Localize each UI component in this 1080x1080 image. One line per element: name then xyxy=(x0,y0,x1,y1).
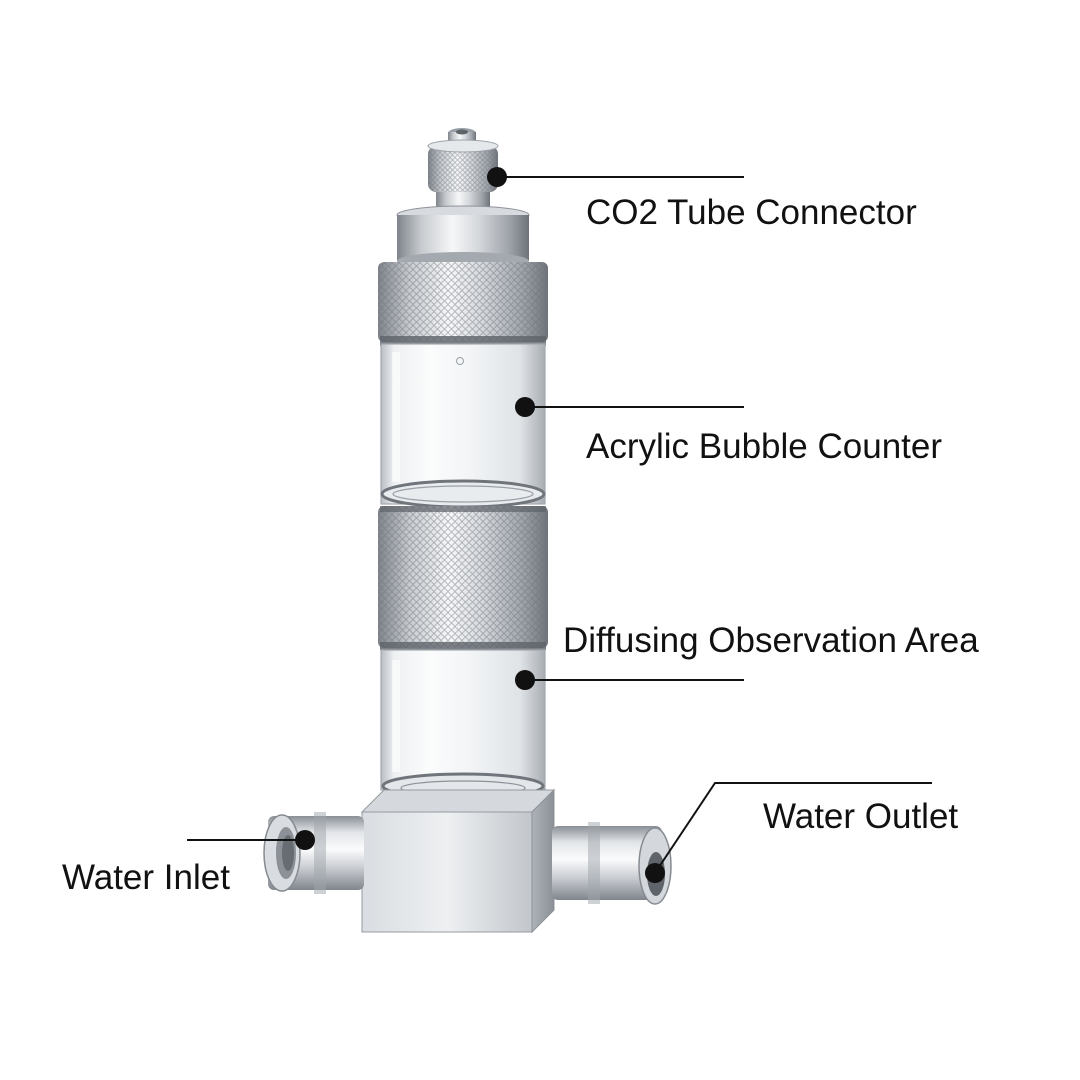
water-outlet-leader xyxy=(654,782,932,874)
upper-knurled-cap xyxy=(378,262,548,346)
callout-dots xyxy=(295,167,665,883)
acrylic-bubble-counter-label: Acrylic Bubble Counter xyxy=(586,427,942,466)
water-outlet-label: Water Outlet xyxy=(763,797,958,836)
acrylic-bubble-counter-body xyxy=(380,343,546,509)
water-inlet-barb xyxy=(263,812,364,894)
callout-leaders xyxy=(187,176,932,874)
co2-tube-connector-label: CO2 Tube Connector xyxy=(586,193,917,232)
base-block xyxy=(360,788,556,934)
connector-collar xyxy=(396,205,530,270)
co2-connector-dot xyxy=(487,167,507,187)
water-inlet-dot xyxy=(295,830,315,850)
middle-knurled-ring xyxy=(378,506,548,650)
bubble-counter-dot xyxy=(515,397,535,417)
water-inlet-label: Water Inlet xyxy=(62,858,230,897)
bubble-counter-illustration xyxy=(263,128,672,934)
observation-area-dot xyxy=(515,670,535,690)
water-outlet-dot xyxy=(645,863,665,883)
co2-connector-nut xyxy=(427,128,499,214)
water-outlet-barb xyxy=(552,822,672,905)
diffusing-observation-area-label: Diffusing Observation Area xyxy=(563,621,979,660)
